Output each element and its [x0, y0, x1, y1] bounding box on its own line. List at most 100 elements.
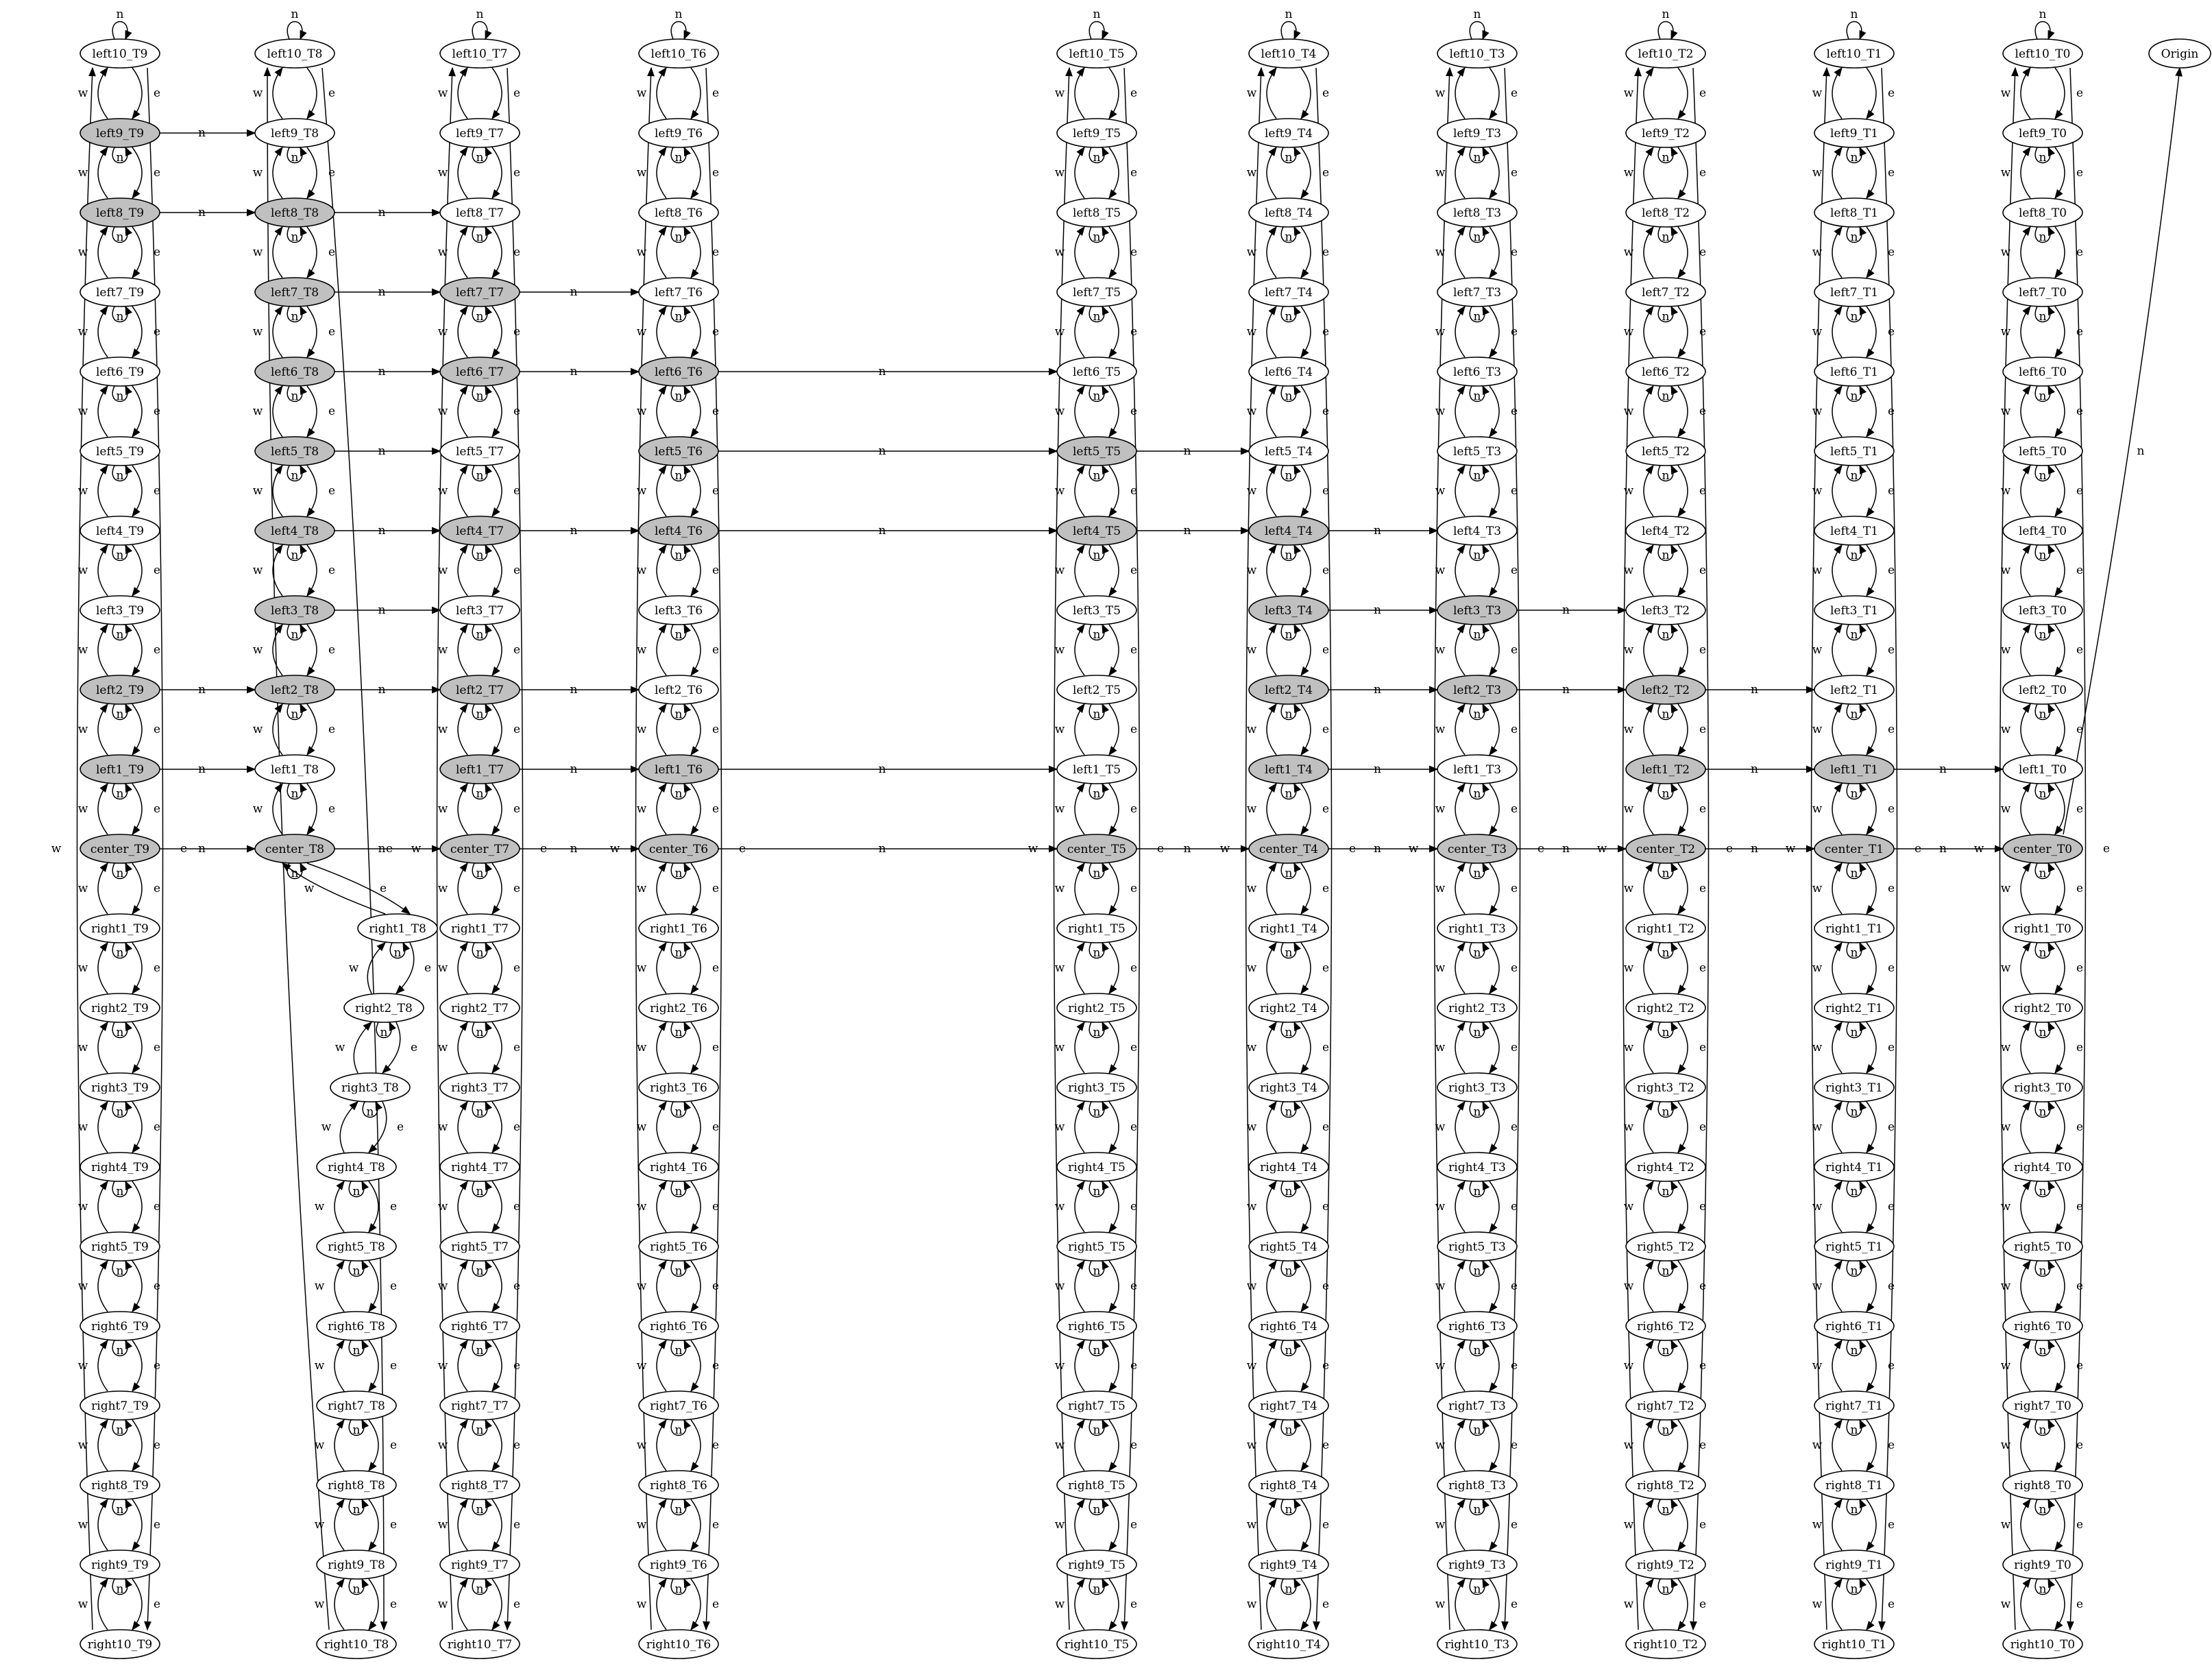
- edge-east-left4-T5: [1108, 544, 1119, 597]
- edge-west-right2-T8: [367, 942, 386, 994]
- edge-east-left2-T9-label: e: [154, 723, 160, 736]
- node-shape: [2002, 993, 2083, 1023]
- node-right9_T4: right9_T4: [1248, 1550, 1329, 1580]
- edge-north-right2-T6: [670, 1021, 692, 1039]
- edge-north-right7-T7: [472, 1419, 493, 1436]
- node-label: left7_T7: [456, 286, 504, 300]
- edge-east-right7-T8: [368, 1419, 379, 1472]
- node-label: right7_T3: [1448, 1399, 1506, 1413]
- node-right5_T7: right5_T7: [439, 1231, 520, 1262]
- edge-east-left8-T6-label: e: [712, 245, 719, 259]
- node-left9_T0: left9_T0: [2002, 118, 2083, 148]
- node-label: left2_T5: [1073, 684, 1121, 697]
- node-left8_T1: left8_T1: [1814, 197, 1895, 228]
- edge-next-left3-T4-T3-label: n: [1374, 603, 1381, 617]
- node-right8_T5: right8_T5: [1056, 1470, 1137, 1500]
- node-shape: [1814, 436, 1895, 466]
- edge-west-left1-T2-label: w: [1624, 723, 1634, 736]
- node-label: right8_T6: [650, 1479, 707, 1493]
- edge-wrap-west-T5: [1053, 67, 1073, 1630]
- node-left1_T7: left1_T7: [439, 754, 520, 784]
- edge-west-right2-T0: [2020, 941, 2031, 994]
- node-Origin: Origin: [2148, 38, 2211, 69]
- edge-north-right6-T4-label: n: [1285, 1344, 1293, 1358]
- node-left6_T8: left6_T8: [254, 357, 335, 387]
- node-center_T5: center_T5: [1056, 834, 1137, 864]
- edge-west-left6-T3-label: w: [1435, 325, 1446, 339]
- edge-east-left1-T5-label: e: [1130, 802, 1137, 816]
- node-label: right1_T7: [451, 922, 509, 936]
- edge-east-left6-T3-label: e: [1511, 405, 1518, 418]
- edge-east-right3-T4: [1300, 1101, 1311, 1154]
- node-shape: [80, 1390, 160, 1421]
- node-left3_T0: left3_T0: [2002, 595, 2083, 625]
- edge-north-right8-T4-label: n: [1285, 1503, 1293, 1517]
- edge-next-center-T4-T3-label: n: [1374, 842, 1381, 856]
- node-shape: [316, 1470, 397, 1500]
- node-label: right1_T0: [2014, 922, 2071, 936]
- node-left4_T0: left4_T0: [2002, 516, 2083, 546]
- node-shape: [1056, 1152, 1137, 1182]
- edge-north-left1-T3-label: n: [1474, 787, 1481, 801]
- edge-east-left9-T0: [2054, 147, 2065, 200]
- edge-east-right8-T3: [1489, 1499, 1500, 1552]
- edge-north-left8-T8: [287, 226, 308, 243]
- node-shape: [254, 595, 335, 625]
- node-right9_T0: right9_T0: [2002, 1550, 2083, 1580]
- node-shape: [2002, 913, 2083, 943]
- node-right3_T0: right3_T0: [2002, 1072, 2083, 1102]
- edge-north-left3-T1-label: n: [1851, 628, 1858, 642]
- edge-west-right7-T1-label: w: [1812, 1359, 1823, 1373]
- edge-west-right1-T0: [2020, 862, 2031, 915]
- edge-east-left5-T8-label: e: [328, 484, 335, 498]
- edge-west-right3-T6: [656, 1021, 667, 1074]
- node-label: left2_T6: [655, 684, 703, 697]
- edge-west-left8-T5-label: w: [1055, 166, 1065, 180]
- edge-west-right7-T1: [1832, 1339, 1843, 1392]
- edge-north-right5-T3-label: n: [1474, 1264, 1481, 1278]
- edge-north-left4-T7: [472, 544, 493, 562]
- edge-west-left9-T0-label: w: [2001, 86, 2011, 100]
- edge-east-left9-T0-label: e: [2076, 166, 2083, 180]
- edge-east-left3-T3-label: e: [1511, 643, 1518, 657]
- edge-west-left2-T7-label: w: [438, 643, 448, 657]
- edge-west-left6-T4: [1266, 305, 1277, 358]
- node-label: right6_T1: [1825, 1320, 1883, 1334]
- edge-west-right4-T2-label: w: [1624, 1120, 1634, 1134]
- edge-west-right1-T5: [1074, 862, 1085, 915]
- edge-next-center-T5-T4-label: n: [1184, 842, 1191, 856]
- edge-north-right6-T0: [2034, 1339, 2056, 1357]
- edge-east-center-T3: [1489, 863, 1500, 915]
- edge-east-left2-T5-label: e: [1130, 723, 1137, 736]
- edge-east-left10-T2-label: e: [1699, 86, 1706, 100]
- edge-west-left9-T2-label: w: [1624, 86, 1634, 100]
- edge-north-left5-T5: [1089, 464, 1110, 482]
- node-label: left7_T8: [271, 286, 319, 300]
- edge-east-left7-T0-label: e: [2076, 325, 2083, 339]
- edge-west-right4-T8-label: w: [321, 1120, 332, 1134]
- edge-north-left9-T1-label: n: [1851, 151, 1858, 165]
- edge-east-right3-T2-label: e: [1699, 1120, 1706, 1134]
- edge-east-left5-T1-label: e: [1888, 484, 1895, 498]
- node-label: left3_T1: [1830, 604, 1878, 618]
- edge-west-left9-T6: [656, 67, 667, 119]
- edge-north-left9-T3-label: n: [1474, 151, 1481, 165]
- node-label: left5_T6: [655, 445, 703, 459]
- edge-east-right4-T7-label: e: [513, 1200, 520, 1214]
- node-right3_T9: right3_T9: [80, 1072, 160, 1102]
- node-shape: [1056, 1390, 1137, 1421]
- node-shape: [638, 277, 719, 307]
- node-shape: [1625, 1550, 1706, 1580]
- edge-west-left9-T8-label: w: [253, 86, 263, 100]
- edge-east-right9-T9: [132, 1578, 143, 1631]
- node-right6_T0: right6_T0: [2002, 1311, 2083, 1341]
- edge-west-center-T8-label: w: [253, 802, 263, 816]
- edge-north-right2-T7-label: n: [476, 1026, 484, 1039]
- edge-east-left6-T0-label: e: [2076, 405, 2083, 418]
- edge-north-right5-T2-label: n: [1662, 1264, 1670, 1278]
- edge-west-right9-T7: [457, 1498, 468, 1551]
- edge-west-right6-T0-label: w: [2001, 1279, 2011, 1293]
- node-right6_T1: right6_T1: [1814, 1311, 1895, 1341]
- edge-east-right8-T1: [1866, 1499, 1877, 1552]
- node-label: right4_T8: [328, 1161, 385, 1174]
